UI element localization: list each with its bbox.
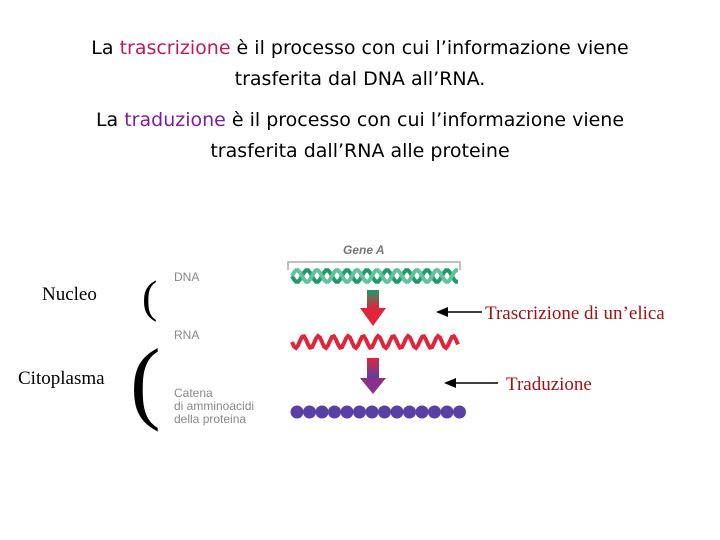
transcription-pointer-arrow — [436, 307, 482, 317]
transcription-label: Trascrizione di un’elica — [485, 303, 665, 325]
amino-acid-bead — [416, 406, 429, 419]
translation-label: Traduzione — [506, 374, 592, 396]
amino-acid-bead — [403, 406, 416, 419]
amino-acid-chain — [291, 406, 467, 419]
amino-acid-bead — [303, 406, 316, 419]
amino-acid-bead — [441, 406, 454, 419]
translation-pointer-arrow — [444, 378, 498, 388]
amino-acid-bead — [316, 406, 329, 419]
amino-acid-bead — [291, 406, 304, 419]
amino-acid-bead — [391, 406, 404, 419]
amino-acid-bead — [378, 406, 391, 419]
amino-acid-bead — [428, 406, 441, 419]
dna-double-helix — [292, 270, 458, 281]
translation-down-arrow — [360, 358, 386, 394]
amino-acid-bead — [453, 406, 466, 419]
amino-acid-bead — [353, 406, 366, 419]
transcription-down-arrow — [360, 290, 386, 326]
amino-acid-bead — [328, 406, 341, 419]
gene-bracket — [288, 262, 460, 270]
amino-acid-bead — [341, 406, 354, 419]
rna-strand — [292, 336, 458, 348]
amino-acid-bead — [366, 406, 379, 419]
